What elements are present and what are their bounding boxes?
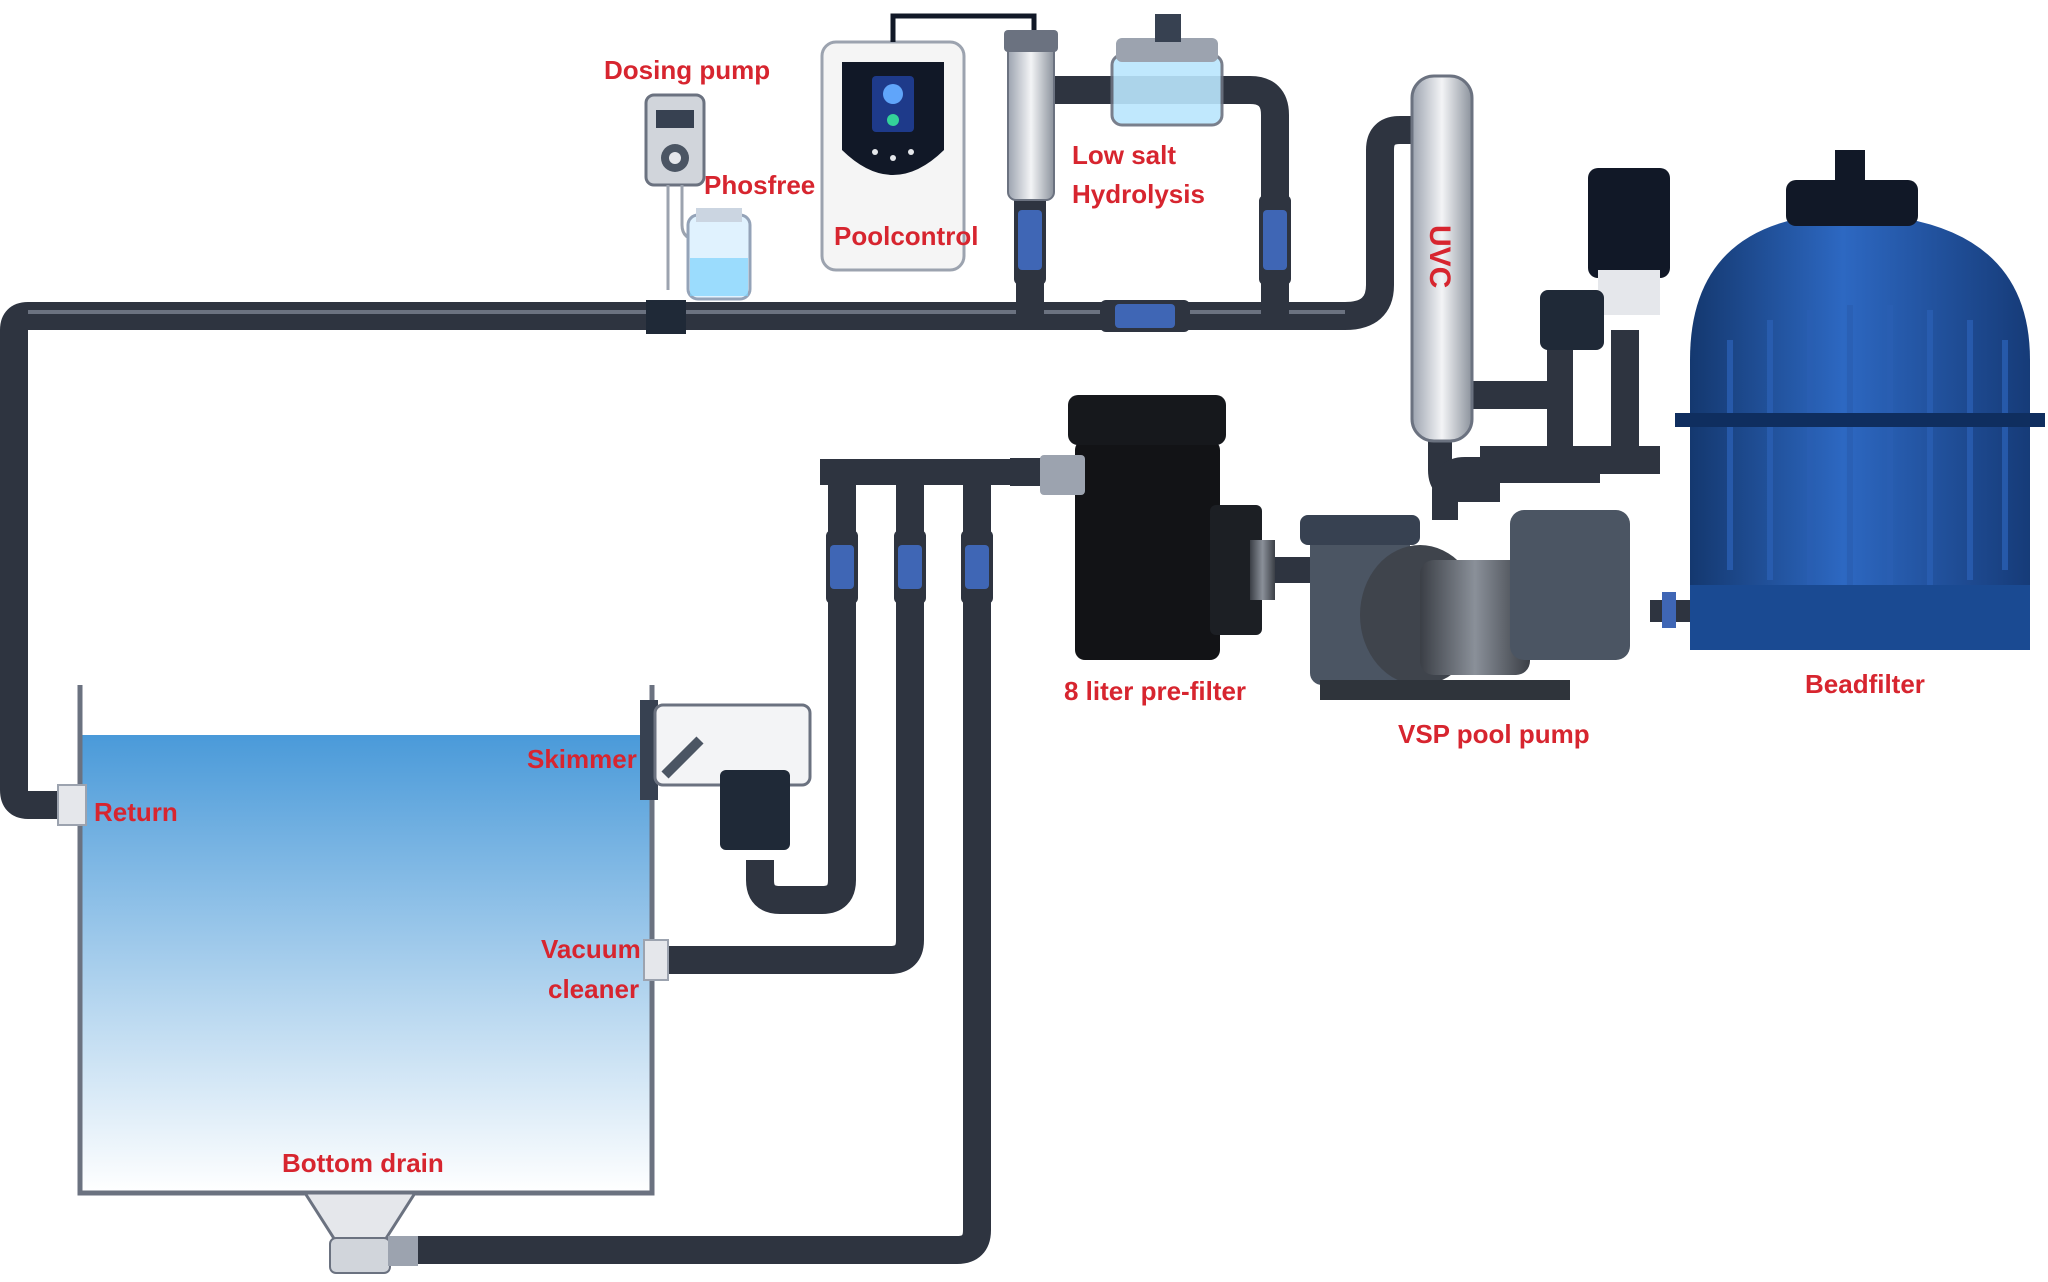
pump-filter-pipe [1432, 457, 1600, 520]
valves [826, 195, 1291, 604]
ball-valve-icon[interactable] [1014, 195, 1046, 285]
label-hydrolysis: Hydrolysis [1072, 179, 1205, 209]
pool-water [80, 735, 650, 1193]
prefilter-icon [1040, 395, 1275, 660]
ball-valve-icon[interactable] [1100, 300, 1190, 332]
ball-valve-icon[interactable] [826, 530, 858, 604]
label-prefilter: 8 liter pre-filter [1064, 676, 1246, 706]
label-poolcontrol: Poolcontrol [834, 221, 978, 251]
skimmer-line [746, 472, 856, 914]
label-bottom-drain: Bottom drain [282, 1148, 444, 1178]
label-return: Return [94, 797, 178, 827]
return-pipe [0, 116, 1420, 819]
label-cleaner: cleaner [548, 974, 639, 1004]
label-vsp-pump: VSP pool pump [1398, 719, 1590, 749]
uvc-lamp-icon [1410, 74, 1474, 443]
ball-valve-icon[interactable] [961, 530, 993, 604]
label-beadfilter: Beadfilter [1805, 669, 1925, 699]
skimmer-icon [640, 700, 812, 850]
drain-line [400, 472, 991, 1264]
phosfree-jar-icon [686, 208, 752, 301]
label-phosfree: Phosfree [704, 170, 815, 200]
label-dosing-pump: Dosing pump [604, 55, 770, 85]
label-vacuum: Vacuum [541, 934, 641, 964]
ball-valve-icon[interactable] [1259, 195, 1291, 285]
label-low-salt: Low salt [1072, 140, 1176, 170]
poolcontrol-unit-icon [820, 13, 1037, 272]
label-skimmer: Skimmer [527, 744, 637, 774]
vacuum-line [660, 472, 924, 974]
ball-valve-icon[interactable] [894, 530, 926, 604]
dosing-pump-icon [644, 93, 716, 334]
vsp-pump-icon [1300, 510, 1630, 700]
pipe-network [0, 76, 1660, 1264]
vacuum-fitting-icon [643, 939, 669, 981]
return-fitting-icon [57, 784, 87, 826]
hydrolysis-cell-icon [1004, 14, 1224, 201]
hydrolysis-loop-pipe [1016, 76, 1289, 316]
label-uvc: UVC [1423, 225, 1456, 288]
beadfilter-tank-icon [1540, 150, 2045, 650]
pool [77, 685, 655, 1196]
bottom-drain-icon [302, 1191, 418, 1274]
